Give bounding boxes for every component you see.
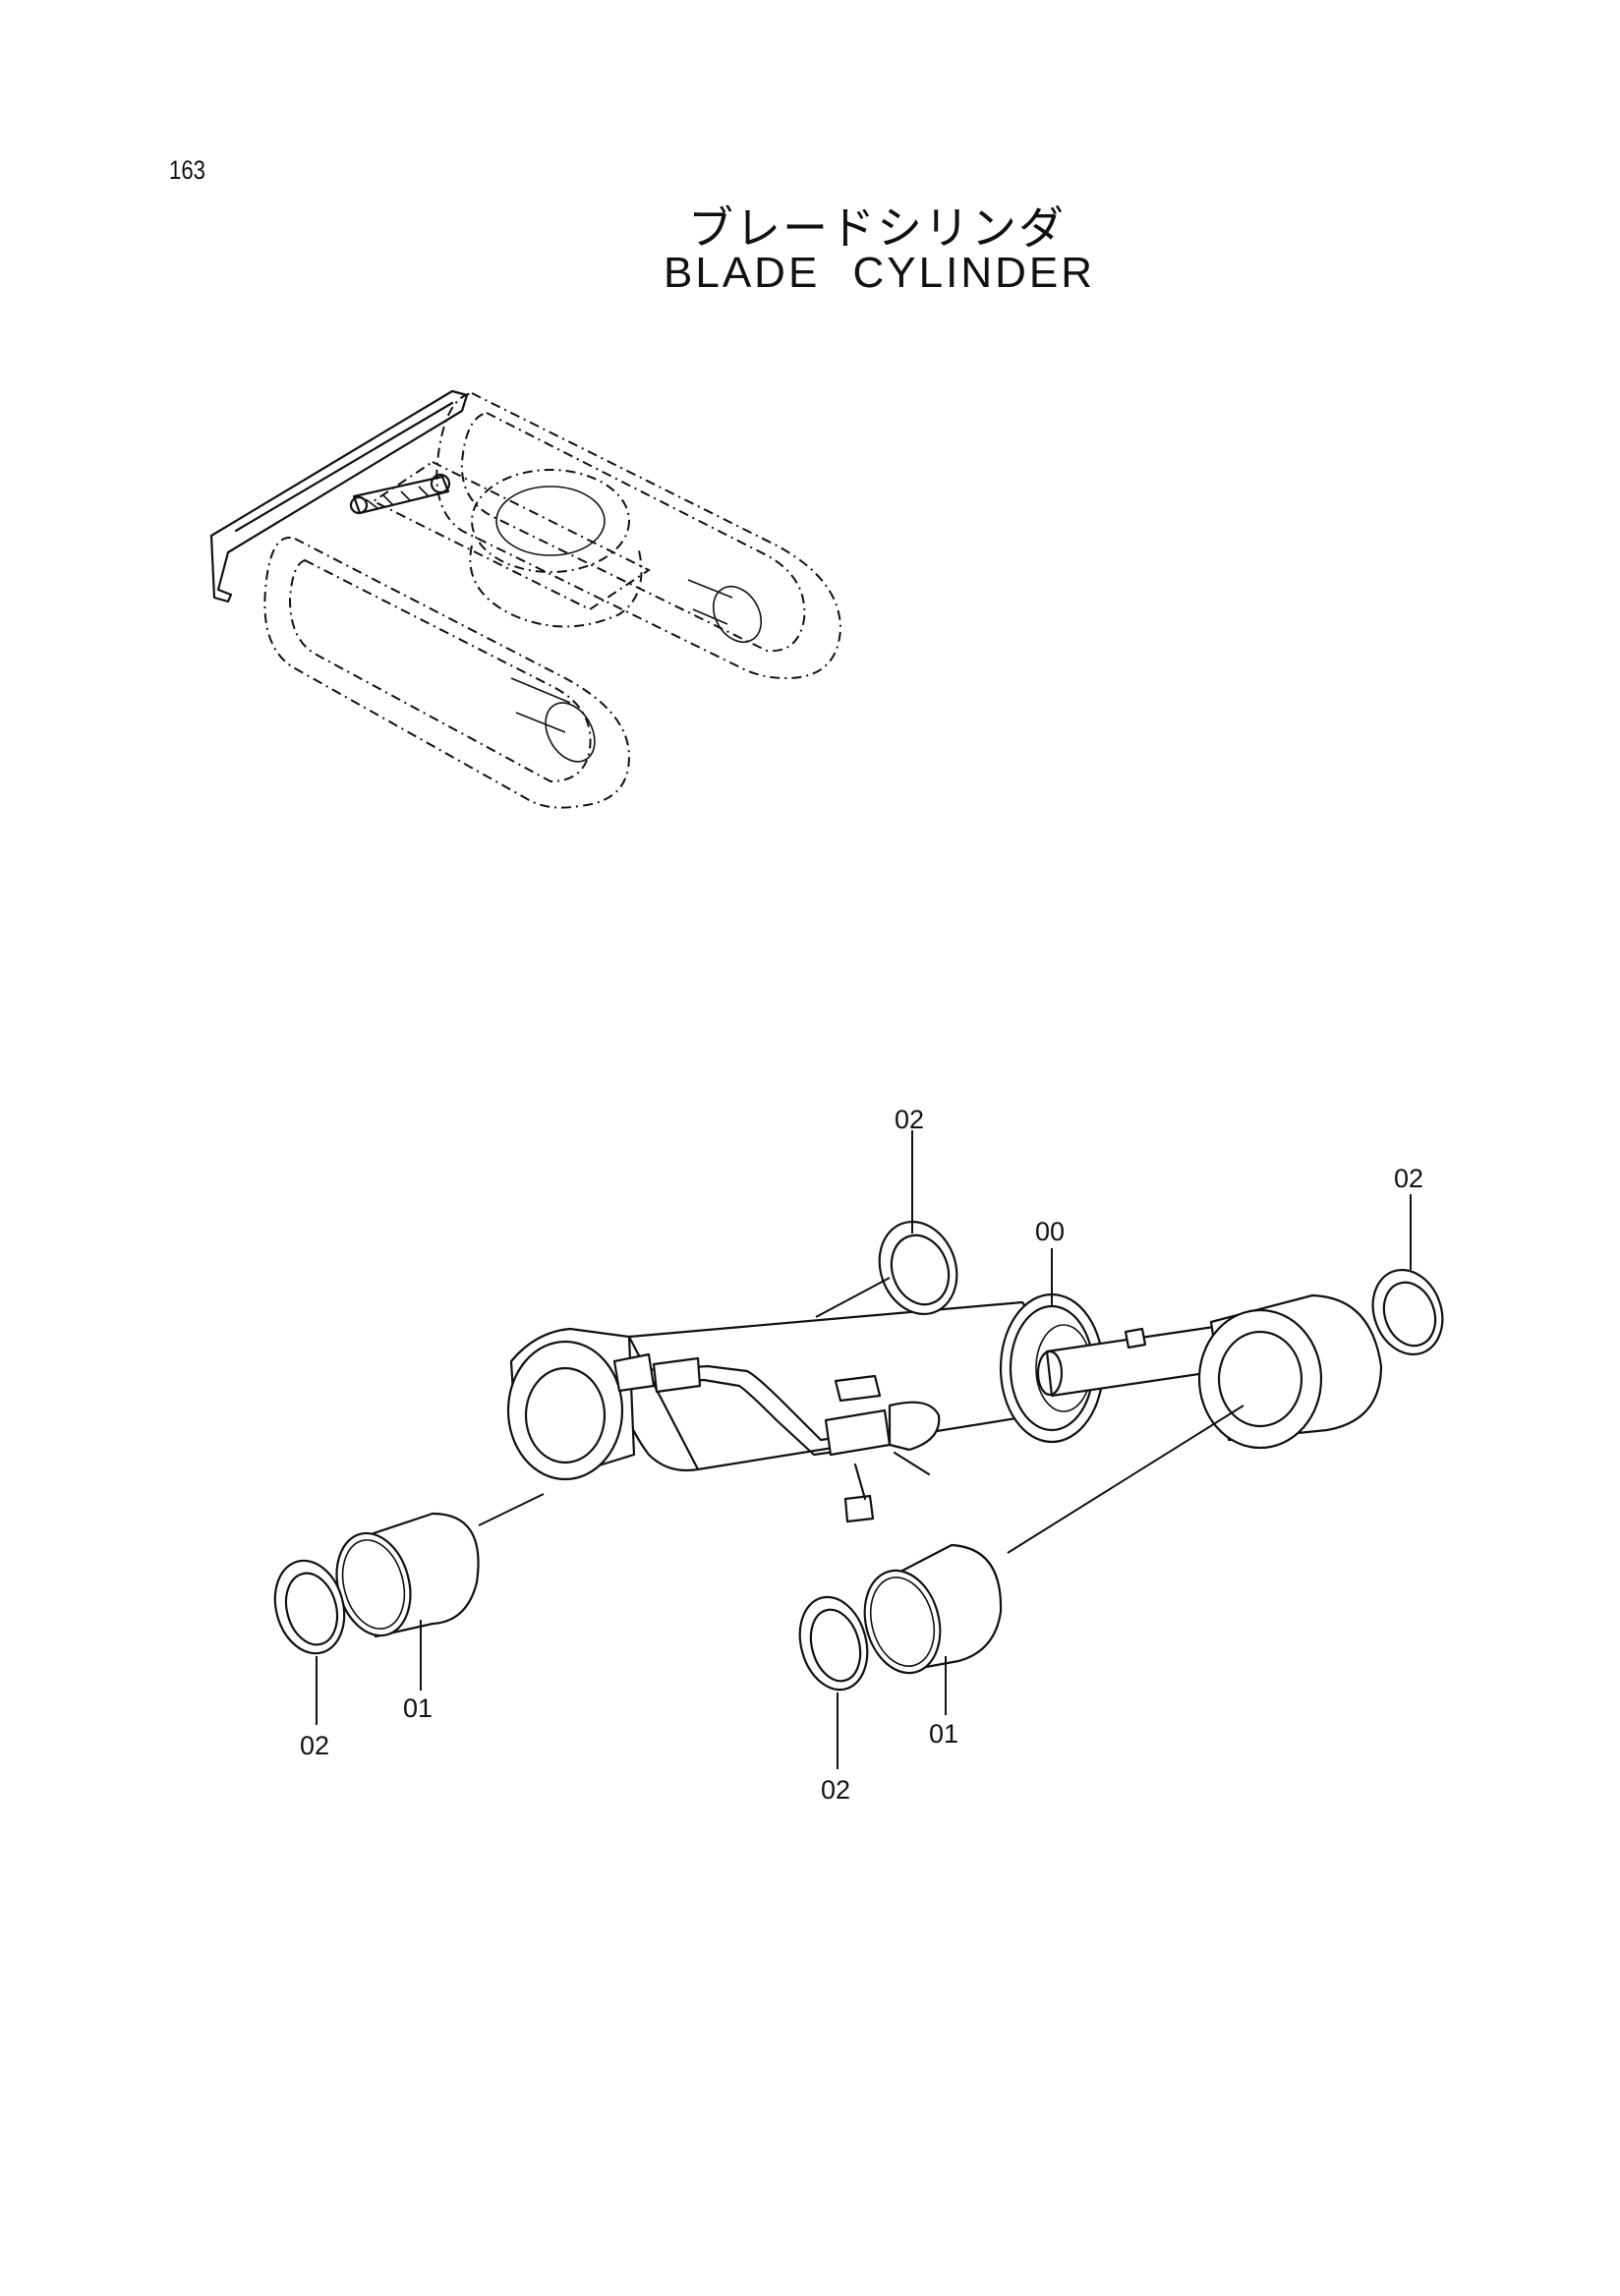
- callout-right-seal: 02: [821, 1775, 850, 1805]
- callout-left-seal: 02: [300, 1731, 329, 1760]
- callout-top-right-seal: 02: [1394, 1164, 1423, 1193]
- callout-cylinder: 00: [1035, 1217, 1065, 1246]
- callout-right-bushing: 01: [929, 1719, 958, 1749]
- callout-top-left-seal: 02: [895, 1105, 924, 1134]
- callout-left-bushing: 01: [403, 1693, 433, 1723]
- blade-cylinder-assembly: [273, 1130, 1444, 1769]
- title-japanese: ブレードシリンダ: [688, 201, 1066, 255]
- undercarriage-overview: [209, 389, 842, 809]
- page-number: 163: [169, 155, 205, 185]
- title-english: BLADE CYLINDER: [664, 249, 1096, 297]
